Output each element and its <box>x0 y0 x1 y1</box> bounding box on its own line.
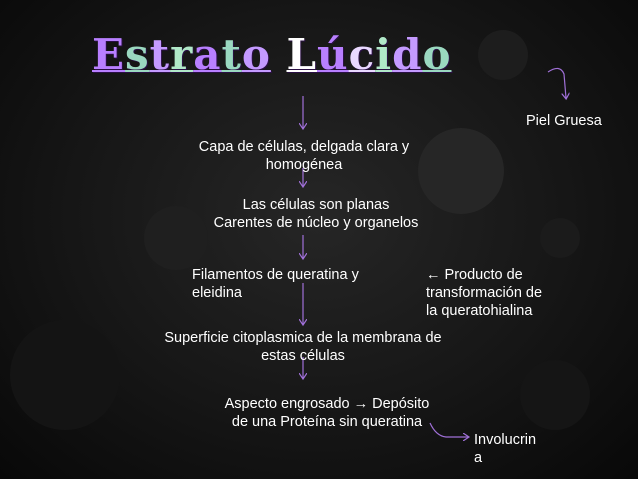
title-letter: r <box>170 30 194 79</box>
decorative-circle <box>10 320 120 430</box>
node-planas: Las células son planas Carentes de núcle… <box>200 196 432 232</box>
decorative-circle <box>418 128 504 214</box>
node-filamentos: Filamentos de queratina y eleidina <box>192 266 359 302</box>
node-superficie-line-2: estas células <box>261 348 345 364</box>
title-space <box>271 30 287 79</box>
title-letter: E <box>92 30 126 79</box>
node-filamentos-line-1: Filamentos de queratina y <box>192 267 359 283</box>
decorative-circle <box>540 218 580 258</box>
node-aspecto-line-1: Aspecto engrosado → Depósito <box>224 396 430 412</box>
title-letter: c <box>348 30 376 79</box>
node-involucrina-line-1: Involucrin <box>474 432 537 448</box>
node-superficie-line-1: Superficie citoplasmica de la membrana d… <box>164 330 442 346</box>
node-producto-line-3: la queratohialina <box>426 303 533 319</box>
title-letter: t <box>221 30 242 79</box>
title-letter: ú <box>317 30 349 79</box>
node-capa-line-1: Capa de células, delgada clara y <box>198 139 410 155</box>
node-planas-line-1: Las células son planas <box>242 197 390 213</box>
title-letter: o <box>241 30 271 79</box>
decorative-circle <box>478 30 528 80</box>
node-filamentos-line-2: eleidina <box>192 285 242 301</box>
title-letter: L <box>286 30 318 79</box>
decorative-circle <box>144 206 208 270</box>
node-producto: ← Producto de transformación de la quera… <box>426 266 542 320</box>
node-superficie: Superficie citoplasmica de la membrana d… <box>150 329 456 365</box>
decorative-circle <box>520 360 590 430</box>
node-capa: Capa de células, delgada clara y homogén… <box>185 138 423 174</box>
node-involucrina-line-2: a <box>474 450 483 466</box>
label-piel-gruesa: Piel Gruesa <box>526 113 602 129</box>
title-letter: a <box>193 30 222 79</box>
node-capa-line-2: homogénea <box>265 157 343 173</box>
node-aspecto: Aspecto engrosado → Depósito de una Prot… <box>208 395 446 431</box>
arrow-to-piel-gruesa <box>547 67 566 98</box>
title-letter: d <box>392 30 423 79</box>
node-involucrina: Involucrin a <box>474 431 536 467</box>
node-producto-line-1: ← Producto de <box>426 267 523 283</box>
title-letter: o <box>422 30 452 79</box>
slide-title: Estrato Lúcido <box>92 30 452 80</box>
title-letter: t <box>149 30 171 79</box>
title-letter: i <box>375 30 393 79</box>
arrow-to-involucrina <box>429 422 468 437</box>
node-producto-line-2: transformación de <box>426 285 543 301</box>
node-planas-line-2: Carentes de núcleo y organelos <box>213 215 419 231</box>
node-aspecto-line-2: de una Proteína sin queratina <box>231 414 423 430</box>
title-letter: s <box>125 30 150 79</box>
